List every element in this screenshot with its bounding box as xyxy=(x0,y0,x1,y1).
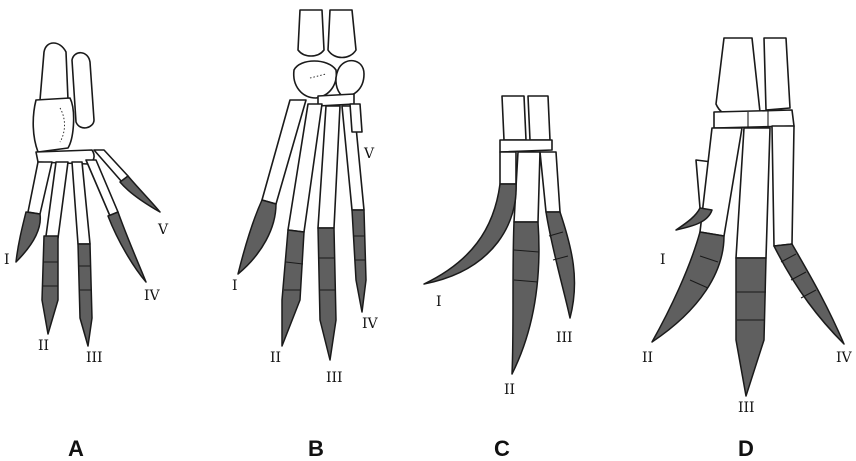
panel-c-digit-i-claw xyxy=(424,184,516,284)
panel-b-digit-i-phalanges xyxy=(238,200,276,274)
panel-d-radius xyxy=(716,38,760,118)
panel-d: I II III IV D xyxy=(642,38,853,461)
panel-a-radius xyxy=(40,43,68,100)
panel-a-digit-i-label: I xyxy=(4,252,10,268)
panel-b-metacarpal-iii xyxy=(318,106,340,228)
panel-a-digit-iii-phalanges xyxy=(78,244,92,346)
panel-b-digit-iii-phalanges xyxy=(318,228,336,360)
panel-a-metacarpal-iii xyxy=(72,162,90,244)
panel-d-digit-iii-claw xyxy=(736,258,766,396)
panel-b-distal-carpal xyxy=(318,94,354,106)
panel-a-digit-ii-phalanges xyxy=(42,236,58,334)
panel-c: I II III C xyxy=(424,96,575,461)
panel-b-ulna xyxy=(328,10,356,58)
panel-d-digit-i-label: I xyxy=(660,252,666,268)
panel-d-ulna xyxy=(764,38,790,110)
panel-b-digit-iii-label: III xyxy=(326,370,343,386)
panel-d-metacarpal-iii xyxy=(736,128,770,258)
panel-d-metacarpal-ii xyxy=(700,128,742,236)
panel-a-carpal-block xyxy=(33,98,73,152)
panel-a-digit-v-label: V xyxy=(157,222,169,238)
panel-b-digit-i-label: I xyxy=(232,278,238,294)
panel-a-ulna xyxy=(72,53,94,128)
panel-d-digit-ii-claw xyxy=(652,232,724,342)
panel-b: I II III IV V B xyxy=(232,10,379,461)
panel-d-metacarpal-iv xyxy=(772,126,794,246)
panel-c-digit-ii-label: II xyxy=(504,382,515,398)
panel-c-metacarpal-ii xyxy=(514,152,540,222)
panel-c-radius xyxy=(502,96,526,140)
panel-a-digit-i-phalanges xyxy=(16,212,40,262)
panel-a-digit-iv-phalanges xyxy=(108,212,146,282)
panel-a-digit-ii-label: II xyxy=(38,338,49,354)
panel-c-digit-iii-claw xyxy=(546,212,575,318)
panel-c-digit-i-label: I xyxy=(436,294,442,310)
panel-a-digit-iv-label: IV xyxy=(144,288,161,304)
panel-b-radiale xyxy=(294,61,337,98)
panel-d-digit-iii-label: III xyxy=(738,400,755,416)
panel-a-digit-iii-label: III xyxy=(86,350,103,366)
panel-a-label: A xyxy=(68,436,84,461)
panel-c-carpals xyxy=(500,140,552,152)
panel-c-digit-iii-label: III xyxy=(556,330,573,346)
panel-d-label: D xyxy=(738,436,754,461)
panel-b-digit-iv-phalanges xyxy=(352,210,366,312)
panel-b-digit-v-label: V xyxy=(363,146,375,162)
panel-b-ulnare xyxy=(336,61,364,97)
panel-d-digit-ii-label: II xyxy=(642,350,653,366)
panel-b-digit-iv-label: IV xyxy=(362,316,379,332)
panel-b-label: B xyxy=(308,436,324,461)
panel-b-digit-ii-label: II xyxy=(270,350,281,366)
panel-c-digit-ii-claw xyxy=(512,222,539,374)
panel-b-radius xyxy=(298,10,324,56)
panel-c-metacarpal-iii xyxy=(540,152,560,212)
panel-d-digit-iv-label: IV xyxy=(836,350,853,366)
panel-c-label: C xyxy=(494,436,510,461)
panel-a-digit-v-phalanges xyxy=(120,176,160,212)
panel-b-metacarpal-v xyxy=(350,104,362,132)
panel-b-digit-ii-phalanges xyxy=(282,230,304,346)
panel-a: I II III IV V A xyxy=(4,43,169,461)
panel-c-metacarpal-i xyxy=(500,152,516,184)
panel-c-ulna xyxy=(528,96,550,140)
panel-a-metacarpal-i xyxy=(28,162,52,214)
